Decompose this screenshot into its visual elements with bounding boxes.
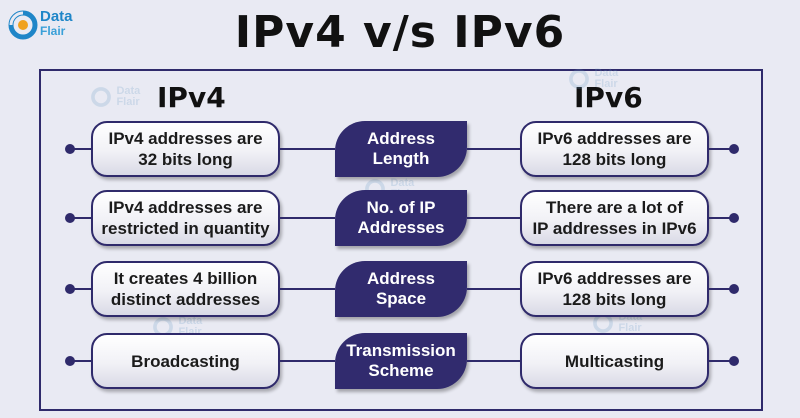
dataflair-logo: Data Flair — [8, 8, 88, 42]
criterion-line2: Addresses — [357, 218, 445, 237]
ipv6-cell-line1: There are a lot of — [546, 198, 683, 217]
connector-line-center-left — [280, 288, 335, 290]
logo-text-line1: Data — [40, 8, 73, 25]
ipv4-cell-line2: 32 bits long — [138, 150, 233, 169]
criterion-line1: Address — [366, 129, 436, 148]
ipv6-cell: Multicasting — [520, 333, 709, 389]
column-heading-ipv6: IPv6 — [574, 81, 643, 114]
connector-line-left — [70, 360, 91, 362]
criterion-line2: Space — [375, 289, 427, 308]
connector-line-center-left — [280, 217, 335, 219]
logo-text-line2: Flair — [40, 24, 66, 38]
page-title: IPv4 v/s IPv6 — [234, 7, 566, 58]
connector-line-right — [709, 148, 731, 150]
ipv4-cell: It creates 4 billion distinct addresses — [91, 261, 280, 317]
criterion-line2: Scheme — [368, 361, 434, 380]
connector-line-center-right — [467, 217, 520, 219]
ipv4-cell: IPv4 addresses are restricted in quantity — [91, 190, 280, 246]
column-heading-ipv4: IPv4 — [157, 81, 226, 114]
connector-line-left — [70, 217, 91, 219]
connector-line-center-right — [467, 148, 520, 150]
criterion-line1: Address — [366, 269, 436, 288]
ipv6-cell-line2: 128 bits long — [562, 290, 667, 309]
ipv4-cell-line1: Broadcasting — [131, 351, 240, 371]
criterion-line2: Length — [372, 149, 430, 168]
ipv6-cell-line1: IPv6 addresses are — [537, 129, 692, 148]
connector-line-left — [70, 288, 91, 290]
connector-dot-right — [729, 356, 739, 366]
dataflair-logo-icon — [8, 10, 38, 40]
ipv6-cell: IPv6 addresses are 128 bits long — [520, 261, 709, 317]
connector-dot-right — [729, 213, 739, 223]
ipv6-cell-line1: IPv6 addresses are — [537, 269, 692, 288]
connector-line-left — [70, 148, 91, 150]
connector-line-center-left — [280, 148, 335, 150]
ipv4-cell-line2: distinct addresses — [110, 290, 261, 309]
connector-dot-right — [729, 284, 739, 294]
connector-dot-right — [729, 144, 739, 154]
ipv6-cell: IPv6 addresses are 128 bits long — [520, 121, 709, 177]
ipv6-cell: There are a lot of IP addresses in IPv6 — [520, 190, 709, 246]
criterion-line1: No. of IP — [366, 198, 436, 217]
diagram-frame — [39, 69, 763, 411]
connector-line-right — [709, 217, 731, 219]
ipv6-cell-line1: Multicasting — [564, 351, 665, 371]
connector-line-center-right — [467, 360, 520, 362]
ipv4-cell-line1: IPv4 addresses are — [108, 129, 263, 148]
criterion-line1: Transmission — [346, 341, 456, 360]
ipv6-cell-line2: 128 bits long — [562, 150, 667, 169]
connector-line-center-left — [280, 360, 335, 362]
ipv4-cell: Broadcasting — [91, 333, 280, 389]
connector-line-right — [709, 360, 731, 362]
connector-line-right — [709, 288, 731, 290]
ipv4-cell-line1: It creates 4 billion — [113, 269, 258, 288]
ipv4-cell-line2: restricted in quantity — [101, 219, 270, 238]
ipv4-cell-line1: IPv4 addresses are — [108, 198, 263, 217]
ipv6-cell-line2: IP addresses in IPv6 — [532, 219, 697, 238]
connector-line-center-right — [467, 288, 520, 290]
ipv4-cell: IPv4 addresses are 32 bits long — [91, 121, 280, 177]
